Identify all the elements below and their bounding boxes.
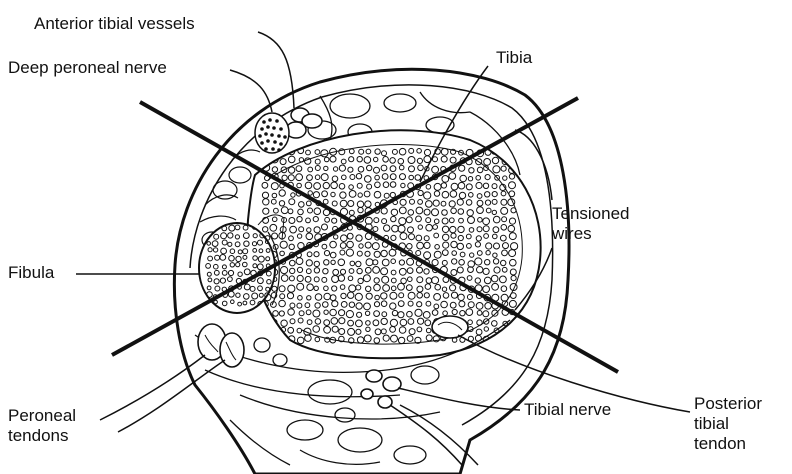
trabecular-pore — [205, 226, 211, 232]
label-tensioned-wires: Tensioned wires — [552, 204, 630, 244]
trabecular-pore — [511, 320, 517, 326]
trabecular-pore — [500, 149, 506, 155]
label-posterior-tibial-tendon: Posterior tibial tendon — [694, 394, 762, 454]
posterior-tibial-tendon — [432, 316, 468, 338]
trabecular-pore — [502, 337, 507, 342]
trabecular-pore — [262, 157, 268, 163]
trabecular-pore — [271, 335, 278, 342]
label-tensioned-wires-line2: wires — [552, 224, 630, 244]
label-anterior-tibial-vessels: Anterior tibial vessels — [34, 14, 195, 34]
label-fibula: Fibula — [8, 263, 54, 283]
label-tensioned-wires-line1: Tensioned — [552, 204, 630, 224]
trabecular-pore — [492, 337, 498, 343]
label-tibial-nerve: Tibial nerve — [524, 400, 611, 420]
label-tibia: Tibia — [496, 48, 532, 68]
trabecular-pore — [264, 329, 270, 335]
label-peroneal-tendons-line1: Peroneal — [8, 406, 76, 426]
label-posterior-tibial-tendon-line3: tendon — [694, 434, 762, 454]
label-deep-peroneal-nerve: Deep peroneal nerve — [8, 58, 167, 78]
label-peroneal-tendons: Peroneal tendons — [8, 406, 76, 446]
deep-peroneal-nerve — [255, 113, 289, 153]
trabecular-pore — [280, 336, 285, 341]
label-posterior-tibial-tendon-line2: tibial — [694, 414, 762, 434]
trabecular-pore — [262, 310, 269, 317]
label-peroneal-tendons-line2: tendons — [8, 426, 76, 446]
trabecular-pore — [274, 328, 279, 333]
peroneal-tendons — [198, 324, 244, 367]
anterior-tibial-vessels — [286, 108, 322, 138]
label-posterior-tibial-tendon-line1: Posterior — [694, 394, 762, 414]
trabecular-pore — [510, 327, 517, 334]
trabecular-pore — [265, 319, 271, 325]
tibial-neurovascular-bundle — [361, 370, 401, 408]
trabecular-pore — [508, 334, 515, 341]
